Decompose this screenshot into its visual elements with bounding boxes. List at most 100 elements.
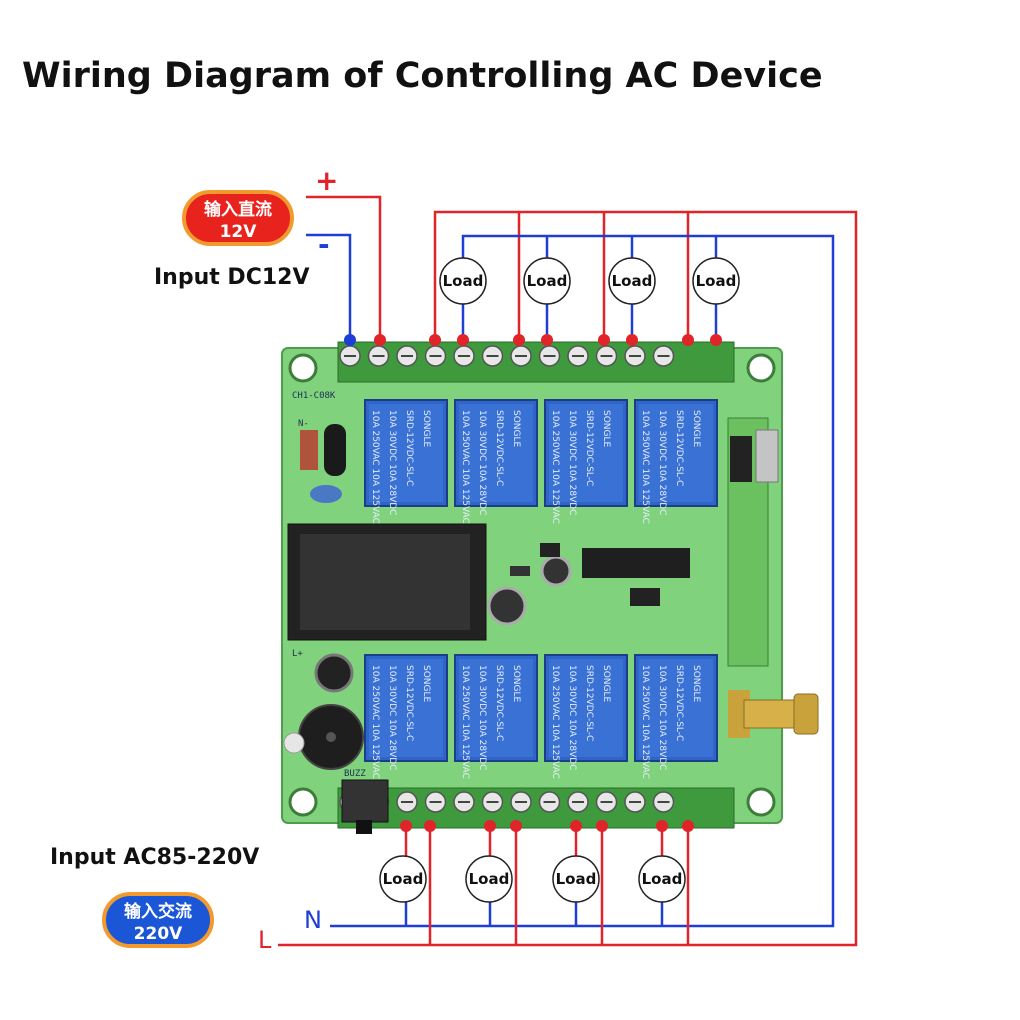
dc-positive-wire	[306, 195, 382, 336]
load-circle: Load	[465, 855, 513, 903]
bottom-terminal-block	[337, 787, 735, 829]
load-circle: Load	[692, 257, 740, 305]
relay-label: 10A 250VAC 10A 125VAC	[640, 410, 650, 524]
wire-connection-dot	[374, 334, 386, 346]
wires	[278, 195, 858, 947]
live-label: L	[258, 926, 272, 954]
relay-label: 10A 250VAC 10A 125VAC	[550, 410, 560, 524]
relay-label: SRD-12VDC-SL-C	[404, 665, 414, 741]
relay-label: 10A 30VDC 10A 28VDC	[387, 410, 397, 515]
load-label: Load	[642, 870, 683, 888]
relay-label: 10A 30VDC 10A 28VDC	[477, 410, 487, 515]
relay-board: 10A 250VAC 10A 125VAC 10A 30VDC 10A 28VDC…	[281, 341, 819, 834]
relay-label: SONGLE	[691, 410, 701, 448]
load-label: Load	[556, 870, 597, 888]
load-label: Load	[696, 272, 737, 290]
relay-label: SRD-12VDC-SL-C	[494, 410, 504, 486]
relay-label: SONGLE	[421, 665, 431, 703]
load-circle: Load	[523, 257, 571, 305]
relay-label: 10A 30VDC 10A 28VDC	[657, 665, 667, 770]
ac-badge-line2: 220V	[133, 924, 183, 944]
relay: 10A 250VAC 10A 125VAC 10A 30VDC 10A 28VDC…	[544, 654, 628, 779]
fuse	[300, 430, 318, 470]
pcb-mark-l: L+	[292, 649, 303, 659]
wire-connection-dot	[400, 820, 412, 832]
wire-connection-dot	[570, 820, 582, 832]
relay-label: 10A 30VDC 10A 28VDC	[387, 665, 397, 770]
relay: 10A 250VAC 10A 125VAC 10A 30VDC 10A 28VDC…	[634, 399, 718, 524]
relay: 10A 250VAC 10A 125VAC 10A 30VDC 10A 28VDC…	[634, 654, 718, 779]
ac-input-badge: 输入交流 220V	[102, 892, 214, 948]
load-circle: Load	[638, 855, 686, 903]
load-label: Load	[443, 272, 484, 290]
relay-label: 10A 250VAC 10A 125VAC	[370, 665, 380, 779]
relay-label: 10A 250VAC 10A 125VAC	[370, 410, 380, 524]
relay: 10A 250VAC 10A 125VAC 10A 30VDC 10A 28VDC…	[544, 399, 628, 524]
relay-label: SRD-12VDC-SL-C	[584, 410, 594, 486]
antenna-connector	[728, 690, 819, 738]
relay: 10A 250VAC 10A 125VAC 10A 30VDC 10A 28VDC…	[454, 399, 538, 524]
wire-connection-dot	[541, 334, 553, 346]
wire-connection-dot	[682, 820, 694, 832]
pcb-mark-n: N-	[298, 419, 309, 429]
load-label: Load	[612, 272, 653, 290]
load-circle: Load	[379, 855, 427, 903]
wire-connection-dot	[510, 820, 522, 832]
learn-button	[341, 779, 389, 823]
neutral-label: N	[304, 906, 322, 934]
relay-label: 10A 30VDC 10A 28VDC	[477, 665, 487, 770]
wire-connection-dot	[598, 334, 610, 346]
relay-label: 10A 250VAC 10A 125VAC	[460, 665, 470, 779]
relay: 10A 250VAC 10A 125VAC 10A 30VDC 10A 28VDC…	[454, 654, 538, 779]
decoder-ic	[582, 548, 690, 578]
minus-sign: -	[318, 228, 330, 261]
relay-label: SONGLE	[601, 410, 611, 448]
ac-input-label: Input AC85-220V	[50, 845, 260, 870]
load-label: Load	[469, 870, 510, 888]
ac-badge-line1: 输入交流	[124, 902, 192, 922]
wire-connection-dot	[513, 334, 525, 346]
relay-label: 10A 250VAC 10A 125VAC	[550, 665, 560, 779]
wire-connection-dot	[710, 334, 722, 346]
wire-connection-dot	[656, 820, 668, 832]
wire-connection-dot	[424, 820, 436, 832]
relay-label: SONGLE	[601, 665, 611, 703]
relay-label: 10A 250VAC 10A 125VAC	[460, 410, 470, 524]
dc-badge-line1: 输入直流	[204, 200, 272, 220]
relay-label: SRD-12VDC-SL-C	[404, 410, 414, 486]
relay-label: SONGLE	[511, 665, 521, 703]
relay-label: 10A 30VDC 10A 28VDC	[657, 410, 667, 515]
relay-label: 10A 30VDC 10A 28VDC	[567, 410, 577, 515]
plus-sign: +	[315, 164, 338, 197]
relay-label: SONGLE	[691, 665, 701, 703]
wire-connection-dot	[484, 820, 496, 832]
capacitor	[314, 653, 354, 693]
relay-label: SRD-12VDC-SL-C	[674, 410, 684, 486]
dc-input-label: Input DC12V	[154, 265, 310, 290]
neutral-bus-top	[330, 234, 835, 928]
dc-input-badge: 输入直流 12V	[182, 190, 294, 246]
relay-label: SRD-12VDC-SL-C	[584, 665, 594, 741]
load-circle: Load	[608, 257, 656, 305]
wire-connection-dot	[626, 334, 638, 346]
load-circle: Load	[439, 257, 487, 305]
pcb-mark-buzz: BUZZ	[344, 769, 366, 779]
relay-label: SRD-12VDC-SL-C	[494, 665, 504, 741]
relay-label: SONGLE	[421, 410, 431, 448]
capacitor-blue	[310, 485, 342, 503]
pcb-mark-model: CH1-C08K	[292, 391, 336, 401]
wire-connection-dot	[682, 334, 694, 346]
relay: 10A 250VAC 10A 125VAC 10A 30VDC 10A 28VDC…	[364, 399, 448, 524]
relay-label: SRD-12VDC-SL-C	[674, 665, 684, 741]
relay-label: 10A 250VAC 10A 125VAC	[640, 665, 650, 779]
wire-connection-dot	[429, 334, 441, 346]
page-title: Wiring Diagram of Controlling AC Device	[22, 56, 823, 96]
dc-negative-wire	[306, 233, 352, 336]
relay-label: 10A 30VDC 10A 28VDC	[567, 665, 577, 770]
wire-connection-dot	[457, 334, 469, 346]
wire-connection-dot	[344, 334, 356, 346]
dc-badge-line2: 12V	[219, 222, 257, 242]
top-terminal-block	[337, 341, 735, 383]
live-bus-top	[278, 210, 858, 947]
